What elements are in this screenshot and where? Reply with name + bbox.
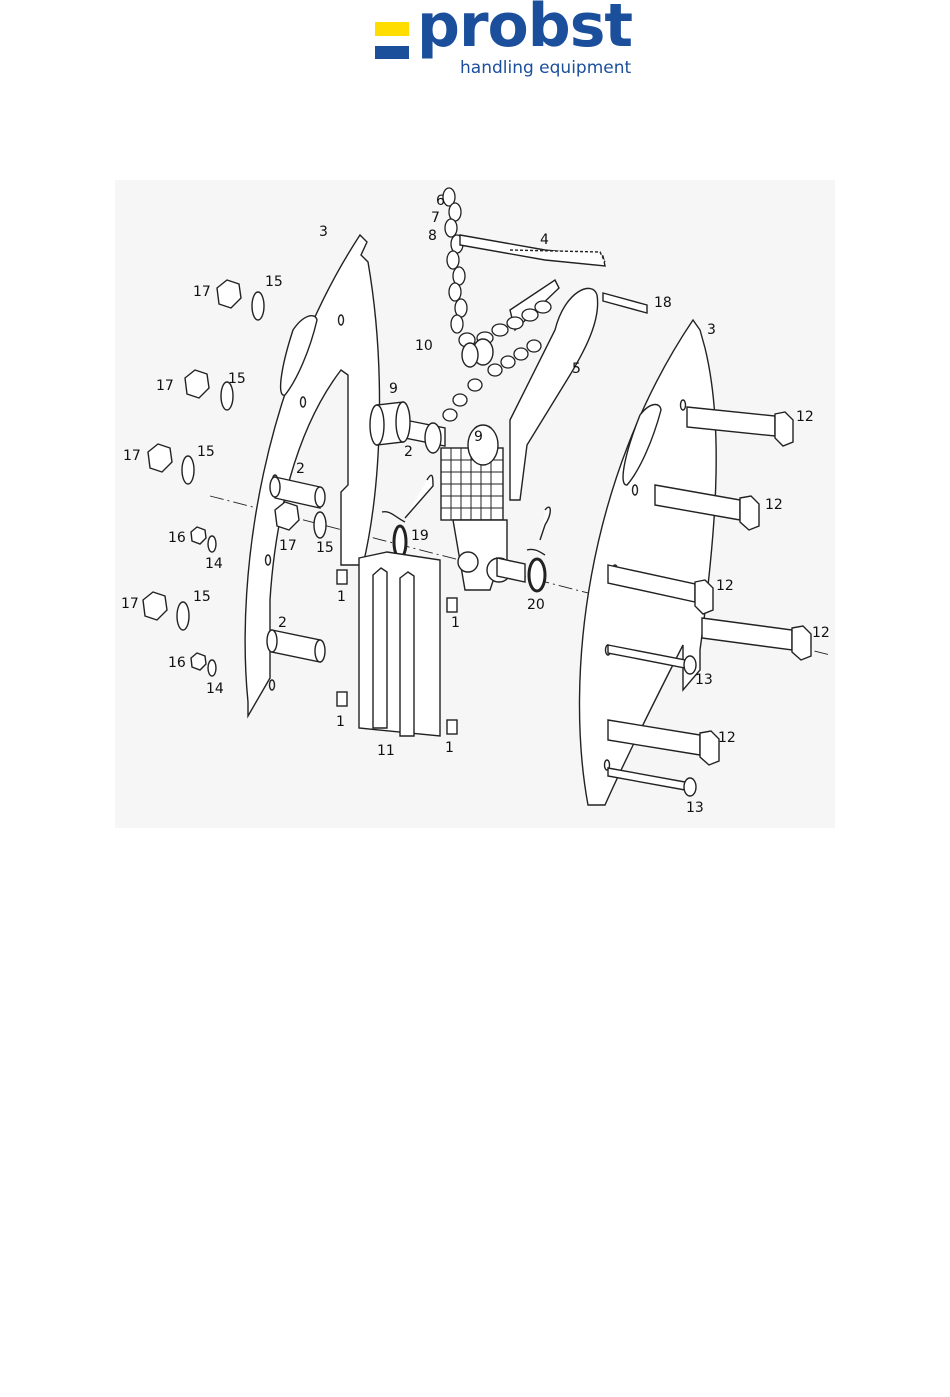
roller-9 [370,402,410,445]
part-label: 5 [572,362,581,376]
part-label: 3 [319,225,328,239]
part-label: 12 [765,498,783,512]
part-label: 12 [796,410,814,424]
gripper-plate-11 [359,552,440,736]
part-label: 10 [415,339,433,353]
part-label: 20 [527,598,545,612]
part-label: 15 [316,541,334,555]
part-label: 8 [428,229,437,243]
part-label: 2 [296,462,305,476]
part-label: 14 [205,557,223,571]
exploded-parts-drawing: 6 7 8 4 3 17 15 18 3 10 5 9 17 15 12 2 9… [115,180,835,828]
part-label: 15 [228,372,246,386]
part-label: 12 [716,579,734,593]
part-label: 1 [336,715,345,729]
logo-blue-bar [375,46,409,59]
part-label: 16 [168,656,186,670]
part-label: 1 [337,590,346,604]
spring-19 [382,475,433,558]
part-label: 19 [411,529,429,543]
part-label: 15 [197,445,215,459]
part-label: 11 [377,744,395,758]
part-label: 18 [654,296,672,310]
spring-20 [527,507,550,591]
part-label: 2 [278,616,287,630]
part-label: 6 [436,194,445,208]
part-label: 12 [718,731,736,745]
probst-logo: probst handling equipment [372,8,642,86]
jaw-pin-left [458,552,478,572]
pin-4 [460,235,605,266]
part-label: 1 [445,741,454,755]
part-label: 1 [451,616,460,630]
part-label: 16 [168,531,186,545]
part-label: 13 [695,673,713,687]
logo-yellow-bar [375,22,409,36]
part-label: 2 [404,445,413,459]
left-plate-hole [270,680,275,690]
part-label: 17 [121,597,139,611]
pin-18 [603,293,647,313]
part-label: 15 [193,590,211,604]
part-label: 13 [686,801,704,815]
part-label: 17 [156,379,174,393]
part-label: 14 [206,682,224,696]
part-label: 15 [265,275,283,289]
part-label: 9 [474,430,483,444]
part-label: 3 [707,323,716,337]
part-label: 9 [389,382,398,396]
logo-brand-name: probst [417,0,632,56]
part-label: 12 [812,626,830,640]
part-label: 4 [540,233,549,247]
part-label: 17 [123,449,141,463]
logo-tagline: handling equipment [460,58,631,78]
part-label: 17 [279,539,297,553]
part-label: 7 [431,211,440,225]
part-label: 17 [193,285,211,299]
